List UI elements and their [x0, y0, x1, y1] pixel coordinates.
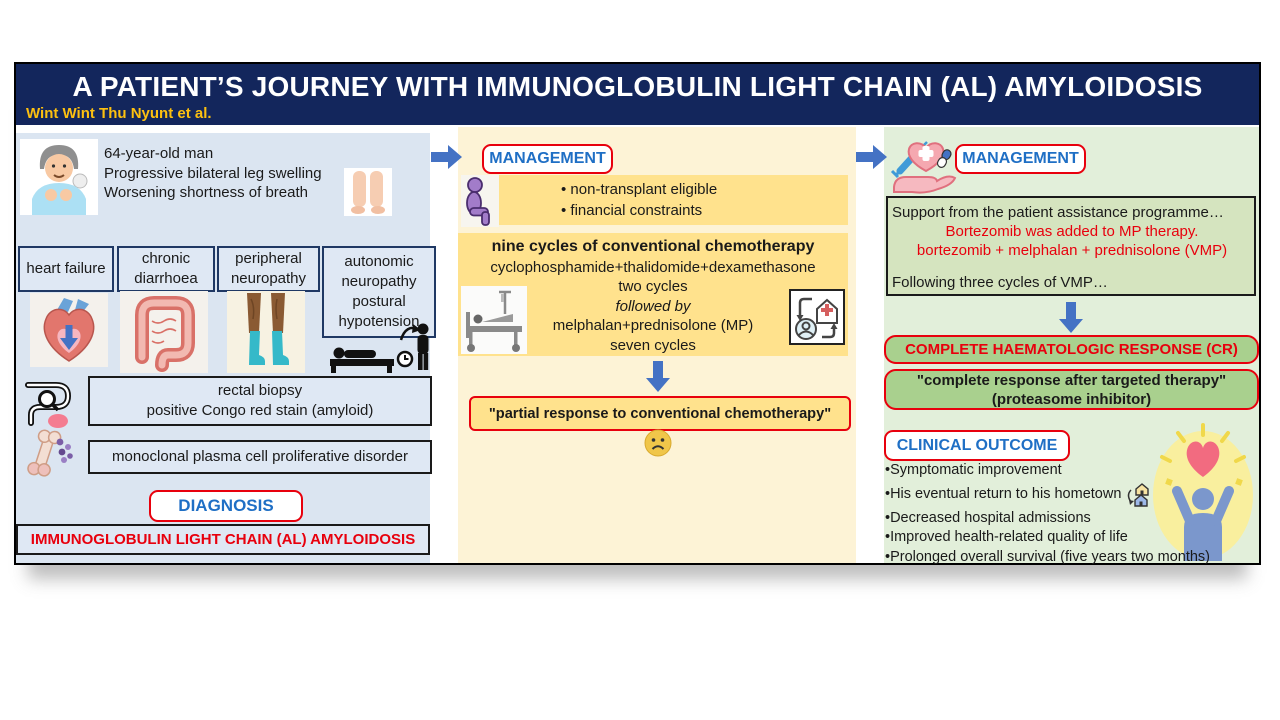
symptom-box-neuropathy: peripheral neuropathy — [217, 246, 320, 292]
monoclonal-box: monoclonal plasma cell proliferative dis… — [88, 440, 432, 474]
symptom-box-autonomic: autonomic neuropathy postural hypotensio… — [322, 246, 436, 338]
arrow-down-icon — [646, 361, 670, 392]
partial-response-box: "partial response to conventional chemot… — [469, 396, 851, 431]
constraints-box: • non-transplant eligible • financial co… — [499, 175, 848, 225]
outcome-item: •Prolonged overall survival (five years … — [885, 548, 1211, 565]
outcome-item: •Symptomatic improvement — [885, 462, 1062, 478]
patient-line: 64-year-old man — [104, 145, 214, 162]
targeted-line: (proteasome inhibitor) — [991, 390, 1152, 408]
hospital-bed-icon — [461, 286, 527, 354]
return-home-icon — [1128, 482, 1150, 507]
bed-rest-icon — [330, 347, 394, 373]
colonoscopy-icon — [25, 382, 72, 428]
chemo-line: melphalan+prednisolone (MP) — [552, 317, 754, 334]
clinical-outcome-label: CLINICAL OUTCOME — [884, 430, 1070, 461]
heart-failure-icon — [30, 293, 108, 367]
patient-line: Worsening shortness of breath — [104, 184, 309, 201]
chemo-line: seven cycles — [610, 336, 696, 354]
management-label-2: MANAGEMENT — [955, 144, 1086, 174]
monoclonal-text: monoclonal plasma cell proliferative dis… — [112, 448, 408, 465]
diagnosis-label: DIAGNOSIS — [149, 490, 303, 522]
arrow-down-icon — [1059, 302, 1083, 333]
patient-summary: 64-year-old man Progressive bilateral le… — [104, 144, 354, 203]
bone-marrow-icon — [27, 429, 73, 477]
page-title: A PATIENT’S JOURNEY WITH IMMUNOGLOBULIN … — [72, 71, 1203, 102]
management-label-1: MANAGEMENT — [482, 144, 613, 174]
outcomes-list: •Symptomatic improvement •His eventual r… — [885, 461, 1257, 567]
support-line: Bortezomib was added to MP therapy. — [945, 223, 1199, 240]
chemo-line: two cycles — [618, 278, 688, 295]
postural-icon — [396, 323, 429, 370]
author-credit: Wint Wint Thu Nyunt et al. — [26, 105, 212, 122]
chemo-line: cyclophosphamide+thalidomide+dexamethaso… — [490, 258, 816, 276]
biopsy-line: rectal biopsy — [217, 382, 303, 399]
cr-response-box: COMPLETE HAEMATOLOGIC RESPONSE (CR) — [884, 335, 1259, 364]
hand-heart-icon — [890, 141, 957, 194]
outcome-item: •Improved health-related quality of life — [885, 529, 1128, 545]
constraint-item: • non-transplant eligible — [561, 181, 718, 198]
celebration-icon — [1153, 423, 1253, 561]
constraint-item: • financial constraints — [561, 202, 703, 219]
outcome-item: •Decreased hospital admissions — [885, 509, 1091, 526]
arrow-right-icon — [856, 145, 887, 169]
biopsy-line: positive Congo red stain (amyloid) — [146, 402, 374, 419]
targeted-response-box: "complete response after targeted therap… — [884, 369, 1259, 410]
sitting-person-icon — [461, 175, 499, 227]
support-line: Following three cycles of VMP… — [892, 274, 1108, 291]
support-line: Support from the patient assistance prog… — [892, 204, 1224, 221]
readmission-icon — [789, 289, 845, 345]
symptom-box-diarrhoea: chronic diarrhoea — [117, 246, 215, 292]
arrow-right-icon — [431, 145, 462, 169]
sad-face-icon — [644, 429, 672, 457]
patient-icon — [20, 139, 98, 215]
legs-icon — [344, 168, 392, 216]
chemo-title: nine cycles of conventional chemotherapy — [491, 238, 815, 255]
support-box: Support from the patient assistance prog… — [886, 196, 1256, 296]
targeted-line: "complete response after targeted therap… — [916, 371, 1227, 389]
patient-line: Progressive bilateral leg swelling — [104, 164, 322, 182]
support-line: bortezomib + melphalan + prednisolone (V… — [916, 242, 1228, 259]
diagnosis-result: IMMUNOGLOBULIN LIGHT CHAIN (AL) AMYLOIDO… — [16, 524, 430, 555]
symptom-box-heart-failure: heart failure — [18, 246, 114, 292]
intestine-icon — [120, 291, 208, 373]
title-bar: A PATIENT’S JOURNEY WITH IMMUNOGLOBULIN … — [16, 64, 1259, 125]
biopsy-box: rectal biopsy positive Congo red stain (… — [88, 376, 432, 426]
outcome-item: •His eventual return to his hometown — [885, 481, 1257, 509]
chemo-line: followed by — [615, 297, 691, 315]
neuropathy-legs-icon — [227, 291, 305, 373]
